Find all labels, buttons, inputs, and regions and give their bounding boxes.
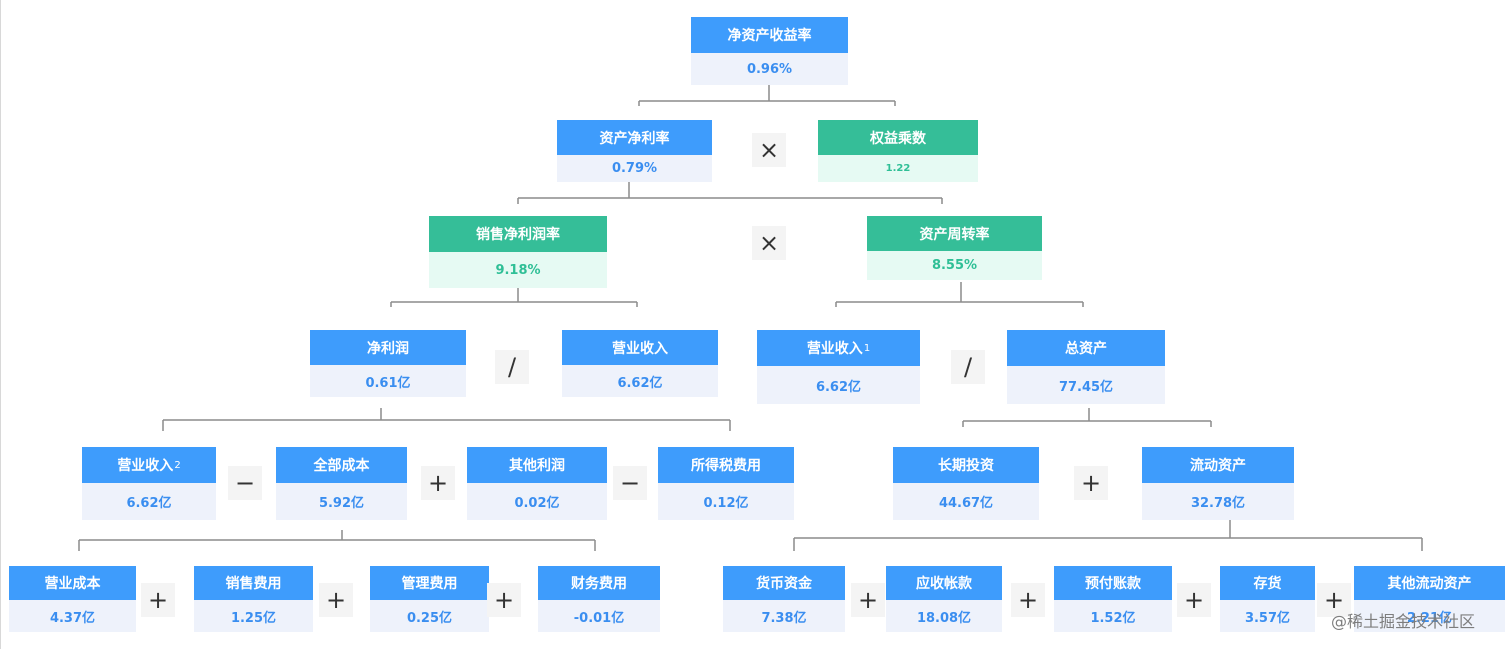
node-value: 7.38亿 (723, 600, 845, 632)
node-value: 0.25亿 (370, 600, 489, 632)
divide-operator: / (951, 350, 985, 384)
node-value: 44.67亿 (893, 483, 1039, 520)
plus-operator: + (1317, 583, 1351, 617)
node-asset-turnover: 资产周转率 8.55% (867, 216, 1042, 280)
node-title: 预付账款 (1054, 566, 1172, 600)
plus-operator: + (421, 466, 455, 500)
node-revenue: 营业收入 6.62亿 (562, 330, 718, 397)
node-value: 9.18% (429, 252, 607, 288)
plus-operator: + (487, 583, 521, 617)
node-current-assets: 流动资产 32.78亿 (1142, 447, 1294, 520)
node-value: 18.08亿 (886, 600, 1002, 632)
node-title: 财务费用 (538, 566, 660, 600)
node-value: 1.52亿 (1054, 600, 1172, 632)
node-total-cost: 全部成本 5.92亿 (276, 447, 407, 520)
node-title-text: 营业收入 (117, 458, 174, 474)
node-cash: 货币资金 7.38亿 (723, 566, 845, 632)
node-title: 营业成本 (9, 566, 136, 600)
plus-operator: + (141, 583, 175, 617)
node-title: 其他利润 (467, 447, 607, 483)
node-title: 销售净利润率 (429, 216, 607, 252)
node-value: 0.61亿 (310, 365, 466, 397)
node-value: 1.22 (818, 155, 978, 182)
node-roa: 资产净利率 0.79% (557, 120, 712, 182)
node-other-profit: 其他利润 0.02亿 (467, 447, 607, 520)
node-title-superscript: 2 (174, 459, 181, 471)
times-operator: × (752, 226, 786, 260)
node-title: 其他流动资产 (1354, 566, 1505, 600)
node-roe: 净资产收益率 0.96% (691, 17, 848, 85)
watermark: @稀土掘金技术社区 (1331, 612, 1476, 631)
plus-operator: + (1074, 466, 1108, 500)
node-other-current-assets: 其他流动资产 2.21亿 (1354, 566, 1505, 632)
node-title: 总资产 (1007, 330, 1165, 366)
node-prepayments: 预付账款 1.52亿 (1054, 566, 1172, 632)
node-title: 长期投资 (893, 447, 1039, 483)
node-title-superscript: 1 (863, 342, 871, 354)
node-value: 1.25亿 (194, 600, 313, 632)
node-admin-expense: 管理费用 0.25亿 (370, 566, 489, 632)
node-title: 销售费用 (194, 566, 313, 600)
node-value: 6.62亿 (757, 366, 920, 404)
plus-operator: + (851, 583, 885, 617)
node-value: 0.02亿 (467, 483, 607, 520)
node-title: 货币资金 (723, 566, 845, 600)
node-title: 营业收入 (562, 330, 718, 365)
node-net-profit: 净利润 0.61亿 (310, 330, 466, 397)
node-value: 6.62亿 (82, 483, 216, 520)
minus-operator: − (613, 466, 647, 500)
node-value: 4.37亿 (9, 600, 136, 632)
node-finance-expense: 财务费用 -0.01亿 (538, 566, 660, 632)
node-value: 8.55% (867, 251, 1042, 280)
node-equity-multiplier: 权益乘数 1.22 (818, 120, 978, 182)
node-value: 5.92亿 (276, 483, 407, 520)
node-inventory: 存货 3.57亿 (1220, 566, 1315, 632)
node-operating-cost: 营业成本 4.37亿 (9, 566, 136, 632)
node-title: 流动资产 (1142, 447, 1294, 483)
node-receivables: 应收帐款 18.08亿 (886, 566, 1002, 632)
node-income-tax: 所得税费用 0.12亿 (658, 447, 794, 520)
node-title: 资产周转率 (867, 216, 1042, 251)
node-value: 0.96% (691, 53, 848, 85)
node-title: 全部成本 (276, 447, 407, 483)
times-operator: × (752, 133, 786, 167)
node-long-term-investment: 长期投资 44.67亿 (893, 447, 1039, 520)
node-net-margin: 销售净利润率 9.18% (429, 216, 607, 288)
node-title: 净利润 (310, 330, 466, 365)
node-value: 3.57亿 (1220, 600, 1315, 632)
node-value: 2.21亿 (1354, 600, 1505, 632)
node-title-text: 营业收入 (806, 341, 863, 357)
node-value: 0.12亿 (658, 483, 794, 520)
plus-operator: + (1011, 583, 1045, 617)
node-title: 权益乘数 (818, 120, 978, 155)
node-title: 资产净利率 (557, 120, 712, 155)
node-title: 净资产收益率 (691, 17, 848, 53)
node-total-assets: 总资产 77.45亿 (1007, 330, 1165, 404)
node-title: 存货 (1220, 566, 1315, 600)
node-value: 6.62亿 (562, 365, 718, 397)
node-value: 0.79% (557, 155, 712, 182)
node-title: 应收帐款 (886, 566, 1002, 600)
node-selling-expense: 销售费用 1.25亿 (194, 566, 313, 632)
plus-operator: + (1177, 583, 1211, 617)
divide-operator: / (495, 350, 529, 384)
node-value: -0.01亿 (538, 600, 660, 632)
plus-operator: + (319, 583, 353, 617)
node-value: 32.78亿 (1142, 483, 1294, 520)
node-title: 所得税费用 (658, 447, 794, 483)
minus-operator: − (228, 466, 262, 500)
node-value: 77.45亿 (1007, 366, 1165, 404)
node-title: 管理费用 (370, 566, 489, 600)
